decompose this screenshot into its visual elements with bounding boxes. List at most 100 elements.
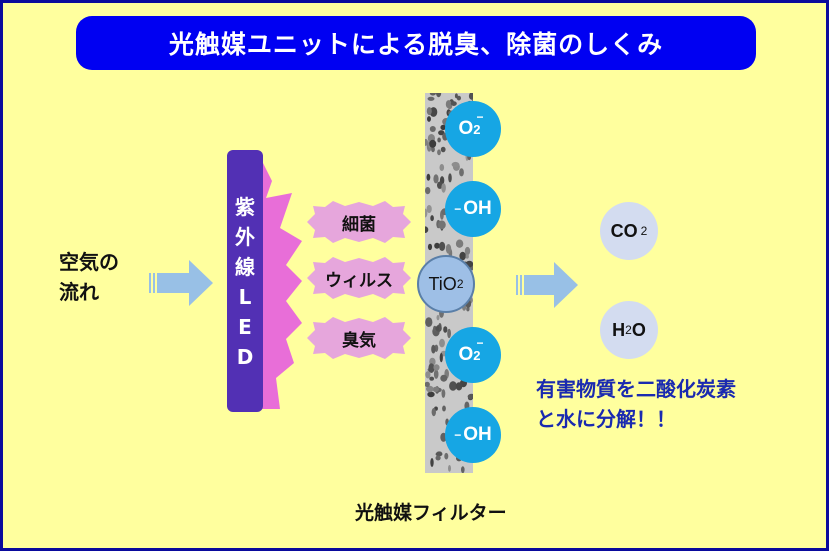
pore xyxy=(425,187,431,195)
pore xyxy=(425,138,428,146)
formula-base: TiO xyxy=(428,273,457,294)
led-char: L xyxy=(238,285,252,309)
formula-sub: 2 xyxy=(640,224,648,238)
charge-sign: − xyxy=(476,110,484,124)
filter-label: 光触媒フィルター xyxy=(355,502,507,524)
hydroxyl-bubble: −OH xyxy=(445,181,501,237)
pore xyxy=(425,208,428,218)
pore xyxy=(426,205,432,213)
pore xyxy=(427,391,435,398)
pore xyxy=(437,137,441,143)
pore xyxy=(431,344,436,354)
pore xyxy=(439,352,443,363)
pore xyxy=(427,96,435,101)
formula-base: CO xyxy=(610,220,638,241)
pore xyxy=(440,146,446,153)
formula-base: H xyxy=(612,319,626,340)
pore xyxy=(433,364,440,371)
wavy-badge-icon xyxy=(307,317,411,359)
pore xyxy=(425,226,429,233)
formula-sub: 2 xyxy=(473,347,481,363)
pore xyxy=(449,381,457,391)
pore xyxy=(425,371,431,379)
pore xyxy=(447,328,451,339)
title-banner: 光触媒ユニットによる脱臭、除菌のしくみ xyxy=(76,16,756,70)
air-flow-line1: 空気の xyxy=(59,250,119,274)
pore xyxy=(455,382,463,391)
pore xyxy=(455,239,464,248)
target-virus: ウィルス xyxy=(307,257,411,299)
result-line2: と水に分解！！ xyxy=(536,407,676,431)
charge-sign: − xyxy=(476,336,484,350)
pore xyxy=(426,107,432,116)
pore xyxy=(437,149,441,156)
pore xyxy=(433,174,439,184)
pore xyxy=(450,101,457,106)
target-label: 臭気 xyxy=(342,330,376,351)
pore xyxy=(454,93,458,99)
led-char: 紫 xyxy=(235,195,255,219)
pore xyxy=(436,93,442,98)
air-flow-line2: 流れ xyxy=(59,280,99,304)
target-odor: 臭気 xyxy=(307,317,411,359)
pore xyxy=(427,243,433,251)
pore xyxy=(445,100,452,109)
pore xyxy=(444,452,449,460)
pore xyxy=(435,455,441,461)
pore xyxy=(427,116,431,122)
pore xyxy=(451,161,460,168)
pore xyxy=(429,93,436,96)
pore xyxy=(433,325,437,332)
pore xyxy=(443,326,448,333)
pore xyxy=(430,458,434,467)
pore xyxy=(428,363,435,373)
target-label: ウィルス xyxy=(325,270,393,291)
pore xyxy=(461,466,465,473)
pore xyxy=(435,326,440,331)
result-line1: 有害物質を二酸化炭素 xyxy=(536,377,736,401)
pore xyxy=(439,164,445,171)
formula-base: O xyxy=(631,319,646,340)
pore xyxy=(429,126,436,132)
pore xyxy=(437,181,443,189)
wavy-badge-icon xyxy=(307,257,411,299)
pore xyxy=(426,173,431,181)
formula-sub: 2 xyxy=(456,277,464,291)
target-label: 細菌 xyxy=(342,214,376,235)
pore xyxy=(445,244,452,254)
led-char: D xyxy=(236,345,254,369)
formula-base: O xyxy=(458,344,474,365)
pore xyxy=(442,405,446,412)
pore xyxy=(459,251,466,261)
pore xyxy=(435,451,443,457)
pore xyxy=(432,386,439,392)
pore xyxy=(425,317,433,327)
pore xyxy=(434,242,440,249)
uv-led-bar: 紫 外 線 L E D xyxy=(227,150,263,412)
pore xyxy=(431,408,436,417)
charge-sign: − xyxy=(454,202,462,216)
title-text: 光触媒ユニットによる脱臭、除菌のしくみ xyxy=(168,30,664,59)
pore xyxy=(468,93,473,100)
pore xyxy=(431,146,435,153)
pore xyxy=(436,314,440,321)
pore xyxy=(440,124,446,131)
pore xyxy=(429,139,437,148)
formula-sub: 2 xyxy=(625,323,632,337)
led-char: 外 xyxy=(235,225,255,249)
formula-base: OH xyxy=(463,198,492,219)
target-bacteria: 細菌 xyxy=(307,201,411,243)
pore xyxy=(438,220,446,230)
reaction-arrow-icon xyxy=(516,262,578,308)
pore xyxy=(425,381,430,388)
pore xyxy=(441,183,446,193)
charge-sign: − xyxy=(454,428,462,442)
formula-base: OH xyxy=(463,424,492,445)
pore xyxy=(439,338,445,348)
pore xyxy=(464,246,471,256)
